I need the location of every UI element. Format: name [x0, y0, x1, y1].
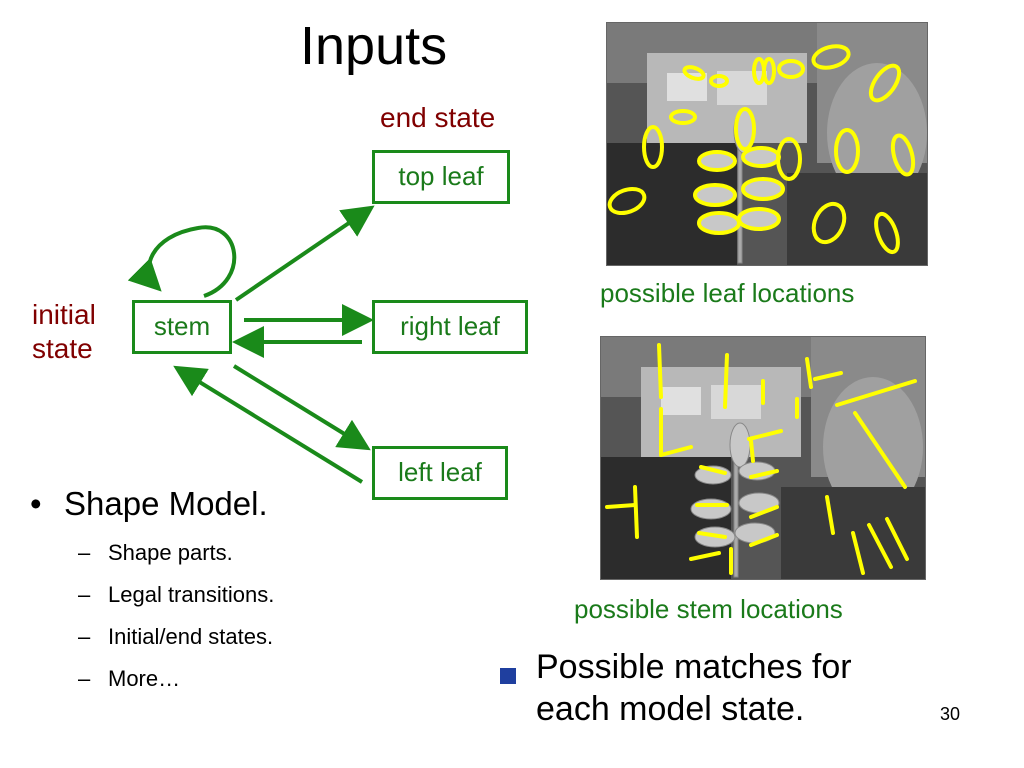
leaf-candidate-markers [607, 44, 916, 255]
bullet-list: Shape Model. Shape parts. Legal transiti… [30, 484, 274, 692]
sub-bullet: Initial/end states. [30, 624, 274, 650]
self-loop-arrow [127, 225, 237, 298]
stem-candidate-markers [605, 343, 917, 575]
state-top-leaf: top leaf [372, 150, 510, 204]
slide-title: Inputs [300, 16, 448, 76]
page-number: 30 [940, 704, 961, 724]
right-bullet-line1: Possible matches for [536, 648, 852, 686]
sub-bullet: Legal transitions. [30, 582, 274, 608]
arrow-left-leaf-to-stem [173, 365, 364, 484]
right-bullet-text: Possible matches for each model state. [536, 646, 852, 730]
state-left-leaf: left leaf [372, 446, 508, 500]
sub-bullet: More… [30, 666, 274, 692]
leaf-locations-caption: possible leaf locations [600, 278, 855, 308]
arrow-stem-to-top-leaf [234, 205, 375, 302]
square-bullet-icon [500, 668, 516, 684]
sub-bullet: Shape parts. [30, 540, 274, 566]
state-stem: stem [132, 300, 232, 354]
initial-state-label-line2: state [32, 333, 93, 364]
end-state-label: end state [380, 102, 496, 133]
stem-locations-caption: possible stem locations [574, 594, 843, 624]
bullet-shape-model: Shape Model. [30, 484, 274, 524]
initial-state-label: initial state [32, 298, 96, 366]
right-bullet-line2: each model state. [536, 690, 805, 728]
state-right-leaf: right leaf [372, 300, 528, 354]
stem-locations-image [600, 336, 926, 580]
initial-state-label-line1: initial [32, 299, 96, 330]
arrow-stem-to-left-leaf [232, 364, 371, 451]
leaf-locations-image [606, 22, 928, 266]
